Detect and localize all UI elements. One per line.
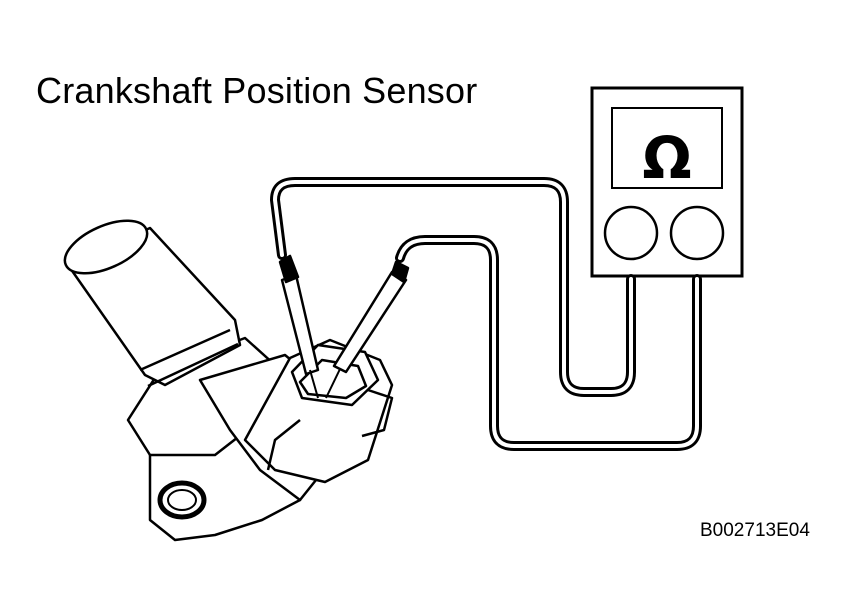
test-probes — [278, 254, 410, 399]
crankshaft-position-sensor-drawing — [63, 219, 394, 542]
ohmmeter-jack-left — [603, 205, 659, 261]
ohmmeter-jack-right — [669, 205, 725, 261]
ohm-symbol: Ω — [642, 124, 691, 192]
sensor-head-face — [63, 219, 149, 275]
figure-code: B002713E04 — [700, 520, 810, 541]
ohmmeter-icon — [590, 86, 744, 278]
diagram-title: Crankshaft Position Sensor — [36, 70, 478, 111]
ohmmeter-display — [611, 107, 723, 189]
test-leads-inner — [273, 180, 699, 448]
